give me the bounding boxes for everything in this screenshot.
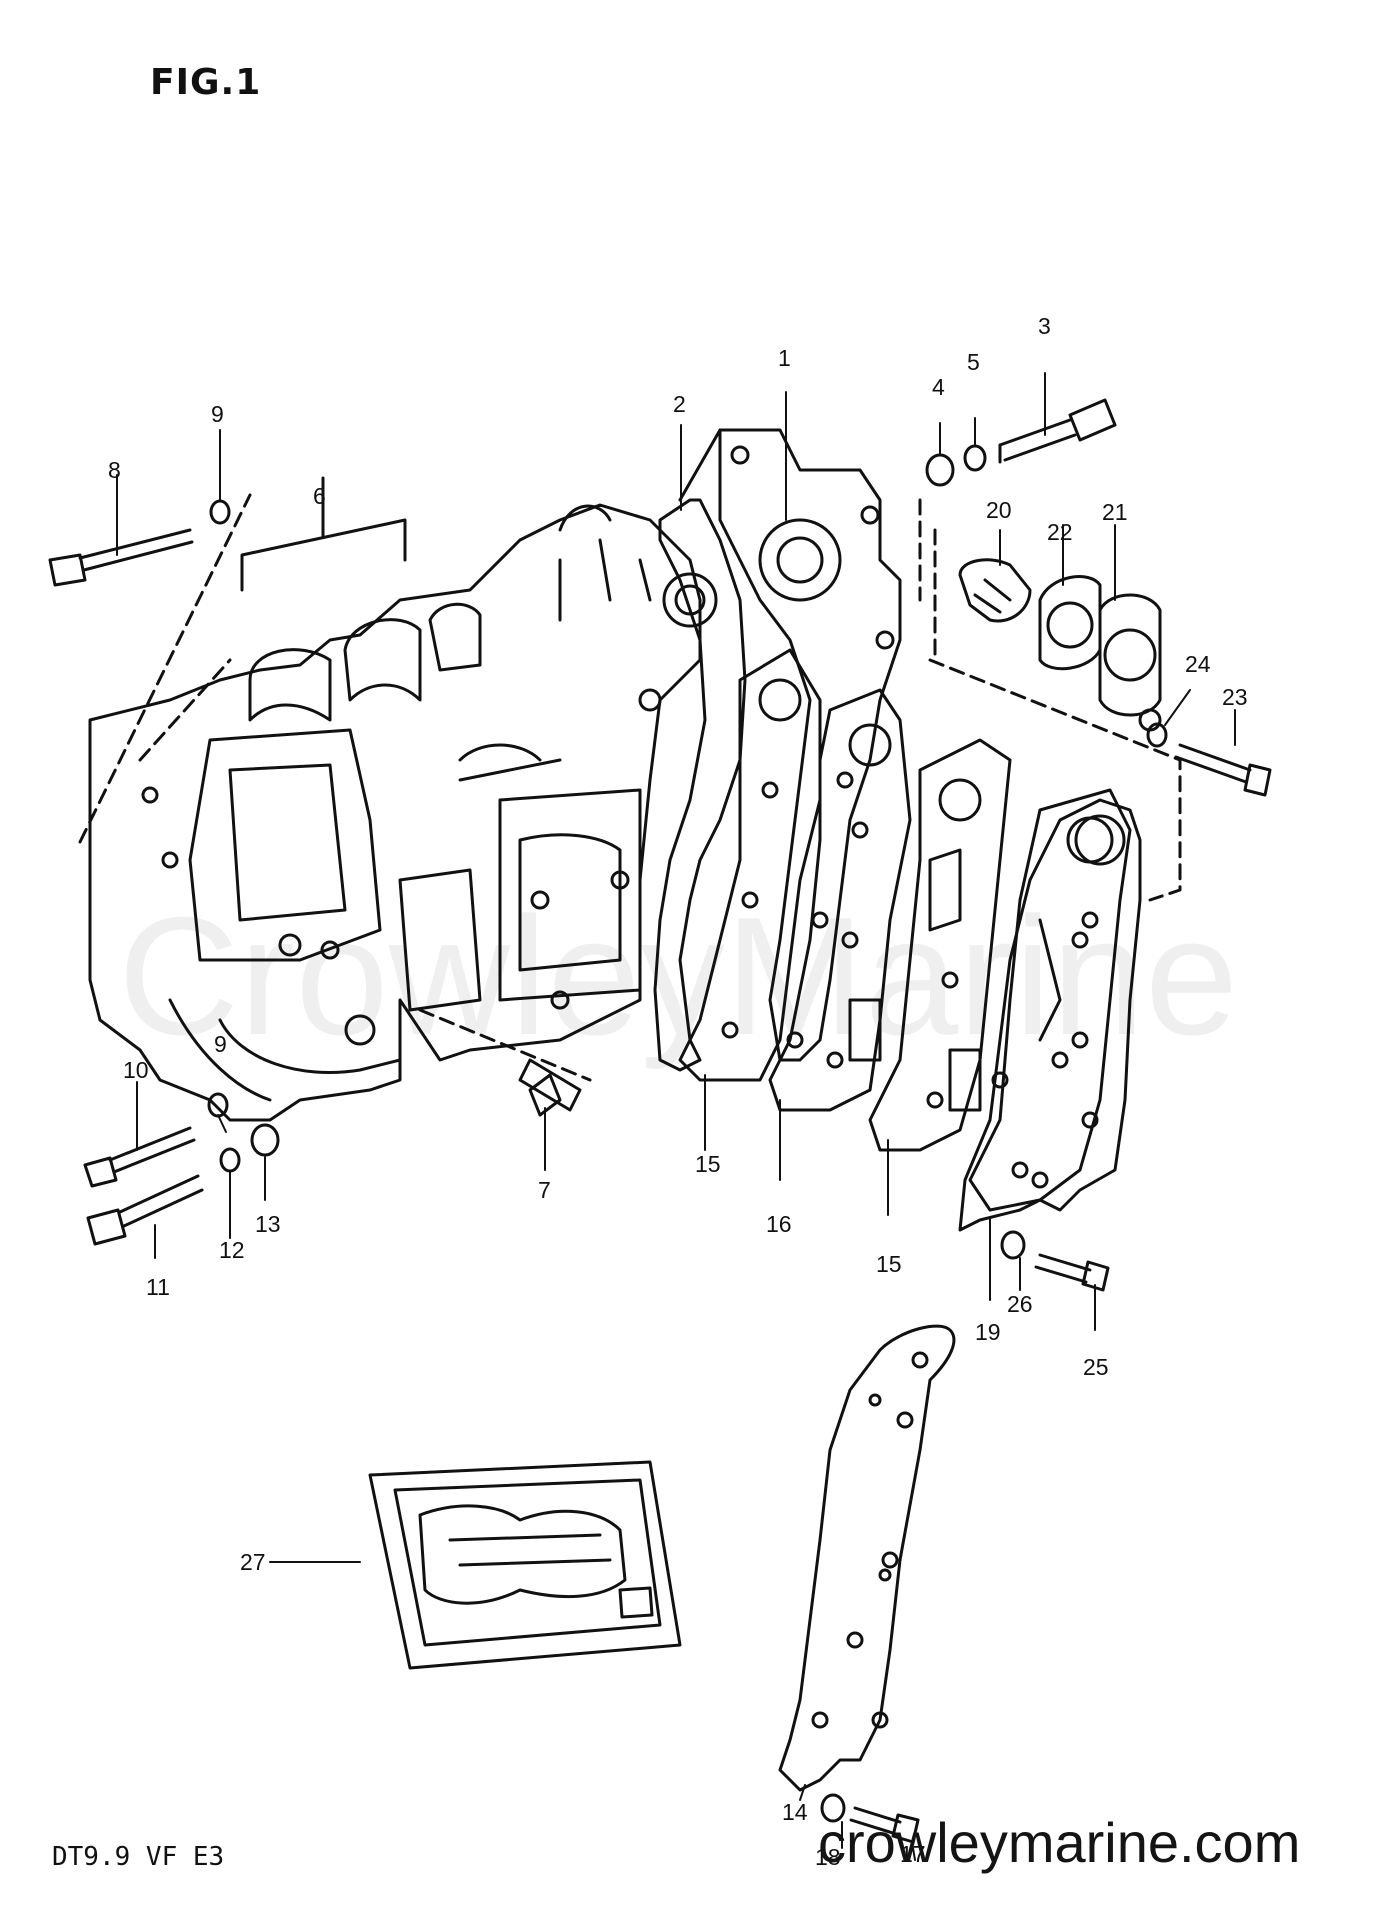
model-code: DT9.9 VF E3 bbox=[52, 1842, 225, 1872]
figure-title: FIG.1 bbox=[150, 62, 262, 103]
callout-5: 5 bbox=[967, 349, 980, 375]
thermostat-assembly bbox=[958, 558, 1162, 732]
callout-15-right: 15 bbox=[876, 1251, 902, 1277]
callout-27: 27 bbox=[240, 1549, 266, 1575]
callout-26: 26 bbox=[1007, 1291, 1033, 1317]
callout-7: 7 bbox=[538, 1177, 551, 1203]
water-plate bbox=[778, 1324, 956, 1792]
callout-6: 6 bbox=[313, 483, 326, 509]
cylinder-block-assembly bbox=[88, 503, 702, 1122]
callout-21: 21 bbox=[1102, 499, 1128, 525]
callout-23: 23 bbox=[1222, 684, 1248, 710]
callout-3: 3 bbox=[1038, 313, 1051, 339]
callout-4: 4 bbox=[932, 374, 945, 400]
leader-lines bbox=[116, 372, 1236, 1861]
exhaust-cover-and-gasket bbox=[653, 428, 902, 1072]
exhaust-gaskets bbox=[678, 648, 1132, 1212]
bottom-watermark: crowleymarine.com bbox=[818, 1811, 1301, 1874]
callout-13: 13 bbox=[255, 1211, 281, 1237]
callout-25: 25 bbox=[1083, 1354, 1109, 1380]
callout-2: 2 bbox=[673, 391, 686, 417]
callout-8: 8 bbox=[108, 457, 121, 483]
callout-20: 20 bbox=[986, 497, 1012, 523]
alignment-lines bbox=[78, 493, 1182, 1082]
callout-1: 1 bbox=[778, 345, 791, 371]
exhaust-outer-cover bbox=[958, 798, 1142, 1232]
callout-9-top: 9 bbox=[211, 401, 224, 427]
callout-labels: 1 2 3 4 5 6 7 8 9 9 10 11 12 13 14 15 15… bbox=[108, 313, 1248, 1870]
callout-14: 14 bbox=[782, 1799, 808, 1825]
callout-12: 12 bbox=[219, 1237, 245, 1263]
callout-10: 10 bbox=[123, 1057, 149, 1083]
callout-18: 18 bbox=[815, 1844, 841, 1870]
callout-15-left: 15 bbox=[695, 1151, 721, 1177]
callout-24: 24 bbox=[1185, 651, 1211, 677]
callout-16: 16 bbox=[766, 1211, 792, 1237]
gasket-set-package bbox=[368, 1460, 682, 1670]
callout-11: 11 bbox=[146, 1274, 170, 1300]
callout-17: 17 bbox=[900, 1841, 926, 1867]
callout-9-bottom: 9 bbox=[214, 1031, 227, 1057]
callout-19: 19 bbox=[975, 1319, 1001, 1345]
callout-22: 22 bbox=[1047, 519, 1073, 545]
